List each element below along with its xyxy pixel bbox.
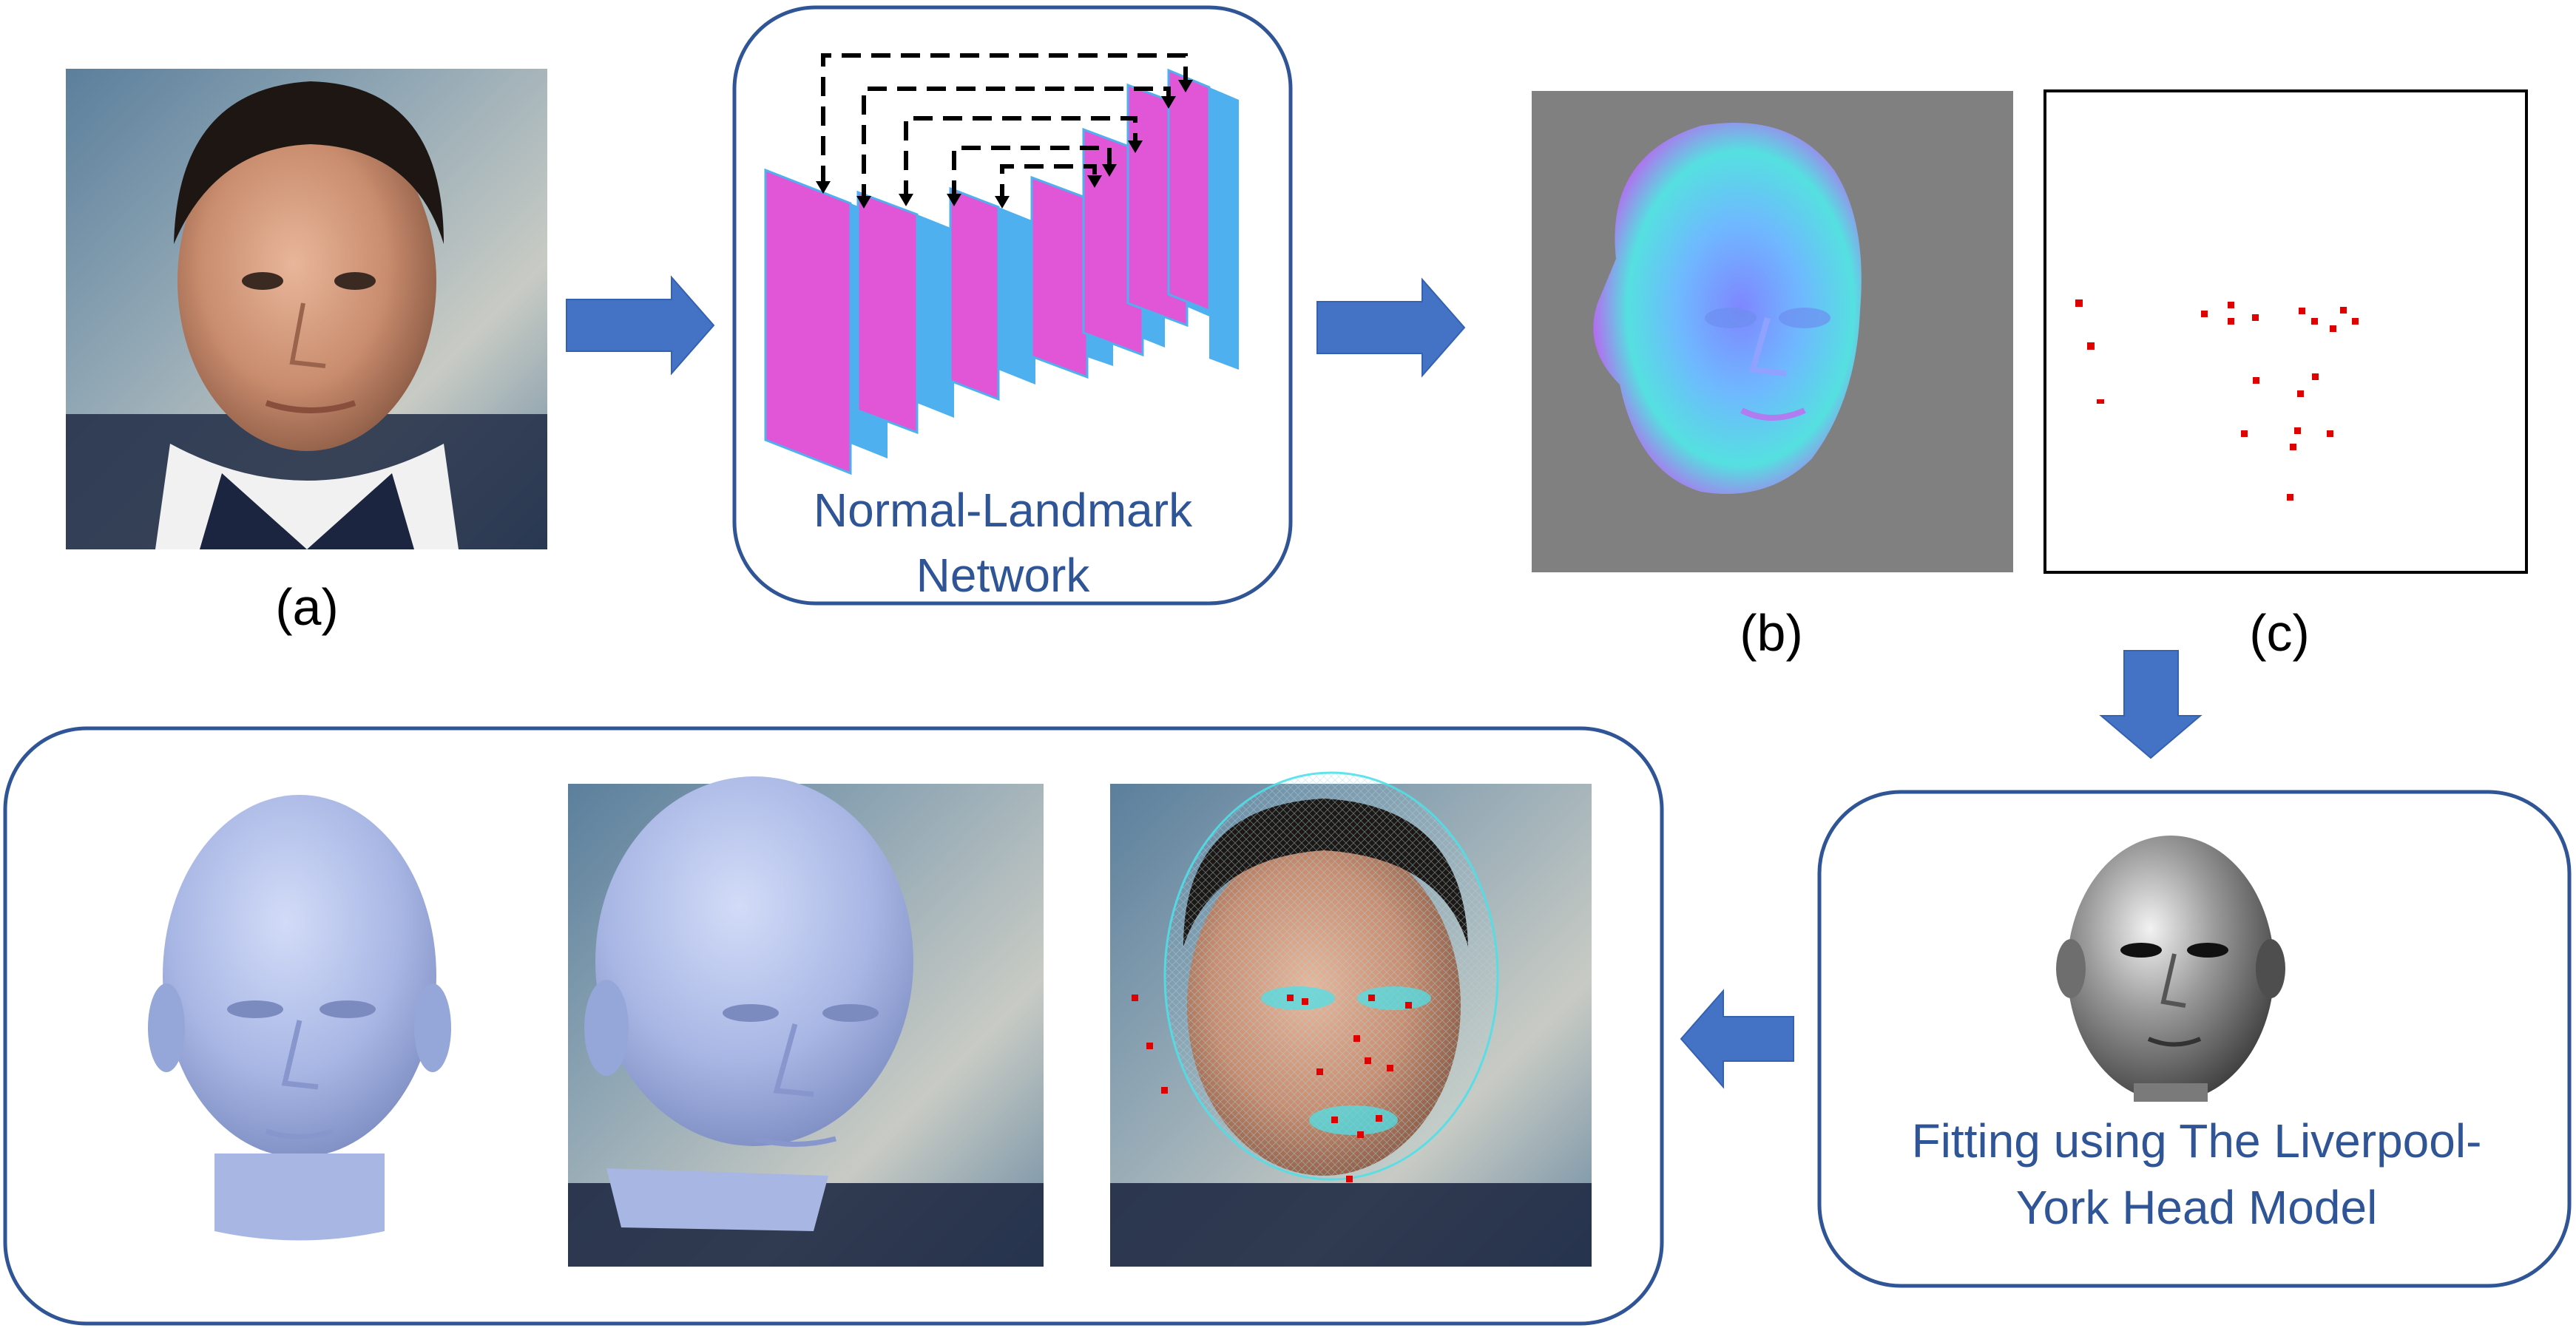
flow-arrow-down [2099,650,2203,759]
head-overlay-image [568,776,1044,1267]
flow-arrow-right-2 [1316,277,1466,378]
input-photo [66,69,547,549]
reconstructed-head-image [148,795,451,1241]
flow-arrow-left [1680,989,1794,1089]
flow-arrow-right-1 [566,275,715,376]
caption-b: (b) [1740,604,1803,662]
network-layers-icon [764,53,1239,475]
mesh-overlay-image [1110,771,1592,1267]
landmark-map-image [2043,89,2528,574]
fitting-label-line1: Fitting using The Liverpool- [1912,1114,2482,1168]
network-label-line2: Network [916,549,1091,602]
normal-map-image [1532,91,2013,572]
caption-a: (a) [275,578,339,636]
network-label-line1: Normal-Landmark [814,484,1193,537]
head-model-image [2056,836,2285,1102]
caption-c: (c) [2249,604,2310,662]
fitting-label-line2: York Head Model [2016,1181,2378,1234]
